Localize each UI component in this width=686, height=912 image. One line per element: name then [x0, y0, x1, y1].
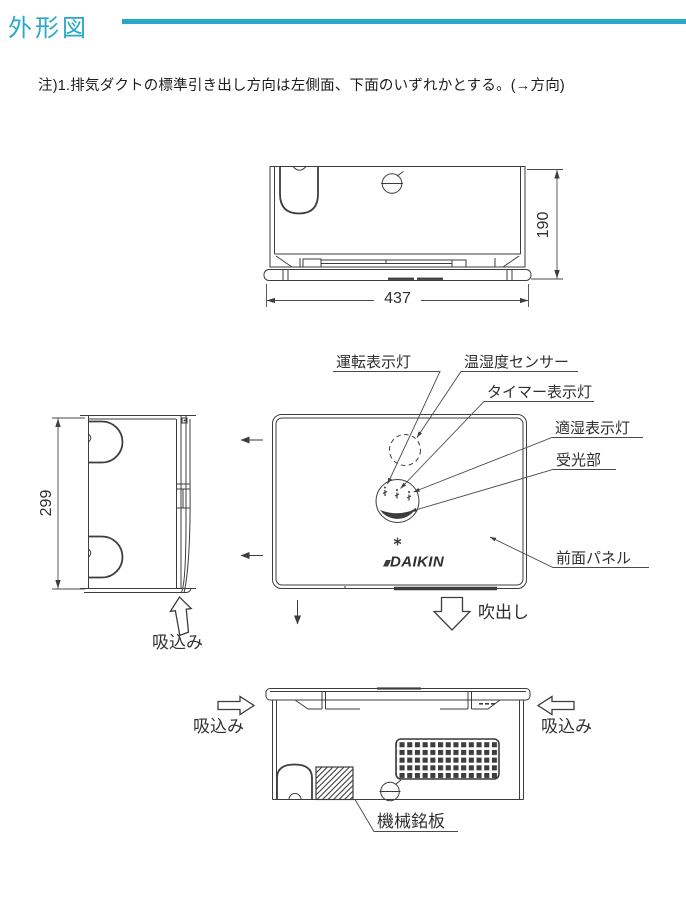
front-view: DAIKIN 吹出し 運転表示灯 温湿度センサー: [240, 354, 649, 631]
screw-icon: [381, 171, 404, 194]
outlet-label: 吹出し: [478, 603, 529, 622]
callout-leaders: [333, 371, 649, 568]
label-receiver: 受光部: [556, 452, 601, 469]
sensor-circle: [389, 434, 421, 466]
label-nameplate: 機械銘板: [377, 812, 445, 831]
bottom-view-body: [272, 700, 524, 800]
intake-arrow-bottom-left: [217, 695, 256, 716]
dim-299: 299: [38, 490, 55, 517]
dimension-depth: 190: [527, 169, 563, 280]
note-text: 注)1.排気ダクトの標準引き出し方向は左側面、下面のいずれかとする。(→方向): [38, 78, 565, 94]
nameplate-leader: [354, 799, 458, 832]
intake-label-side: 吸込み: [152, 633, 203, 652]
label-operation-lamp: 運転表示灯: [336, 354, 411, 371]
label-timer-lamp: タイマー表示灯: [487, 384, 592, 401]
title-rule: [122, 19, 686, 24]
button-mark: [393, 537, 402, 546]
bottom-view: 吸込み 吸込み 機械銘板: [193, 687, 592, 832]
dimension-width: 437: [266, 284, 529, 307]
nameplate-hatch: [315, 766, 354, 801]
intake-arrow-side: [169, 596, 193, 637]
dim-190: 190: [535, 212, 552, 239]
indicator-glyphs: [382, 486, 412, 501]
bottom-flange: [265, 688, 531, 701]
top-view: 437 190: [263, 166, 563, 307]
base-flange: [263, 269, 532, 281]
intake-label-right: 吸込み: [541, 717, 592, 736]
logo-text: DAIKIN: [390, 554, 445, 571]
side-cutout-bottom: [88, 535, 124, 579]
side-view-body: [80, 415, 196, 593]
page-title: 外形図: [8, 15, 89, 42]
display-circle: [375, 479, 420, 523]
receiver-window: [380, 509, 416, 519]
dome-cutout: [276, 763, 313, 800]
outlet-arrow: [432, 596, 472, 631]
label-sensor: 温湿度センサー: [464, 354, 569, 371]
intake-arrow-bottom-right: [536, 695, 575, 716]
top-view-body: [269, 166, 526, 268]
label-humidity-lamp: 適湿表示灯: [555, 419, 630, 437]
exhaust-grille: [395, 738, 500, 780]
duct-cutout: [279, 166, 319, 215]
side-cutout-top: [88, 420, 124, 464]
dim-437: 437: [384, 290, 411, 307]
dimension-height: 299: [38, 417, 85, 590]
side-view: 299 吸込み: [38, 415, 203, 652]
daikin-logo: DAIKIN: [383, 554, 445, 571]
label-front-panel: 前面パネル: [556, 550, 631, 567]
intake-label-left: 吸込み: [193, 717, 244, 736]
screw-icon-bottom: [379, 779, 402, 802]
